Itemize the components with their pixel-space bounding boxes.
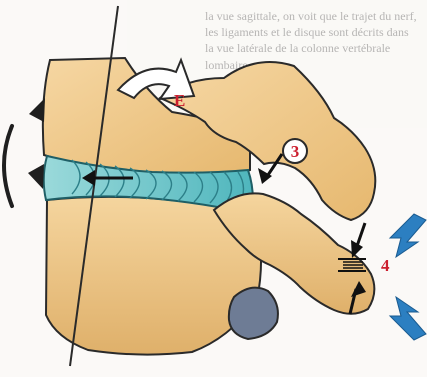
- rotation-arc: [4, 126, 12, 206]
- rotation-arrow-bottom: [28, 164, 44, 189]
- facet-label: 4: [381, 256, 390, 275]
- neural-foramen: [229, 288, 278, 339]
- blue-arrow-top: [390, 214, 426, 257]
- extension-label: E: [174, 91, 185, 110]
- blue-arrow-bottom: [390, 297, 426, 340]
- rotation-arrow-top: [29, 98, 45, 122]
- disc-point-label: 3: [291, 142, 300, 161]
